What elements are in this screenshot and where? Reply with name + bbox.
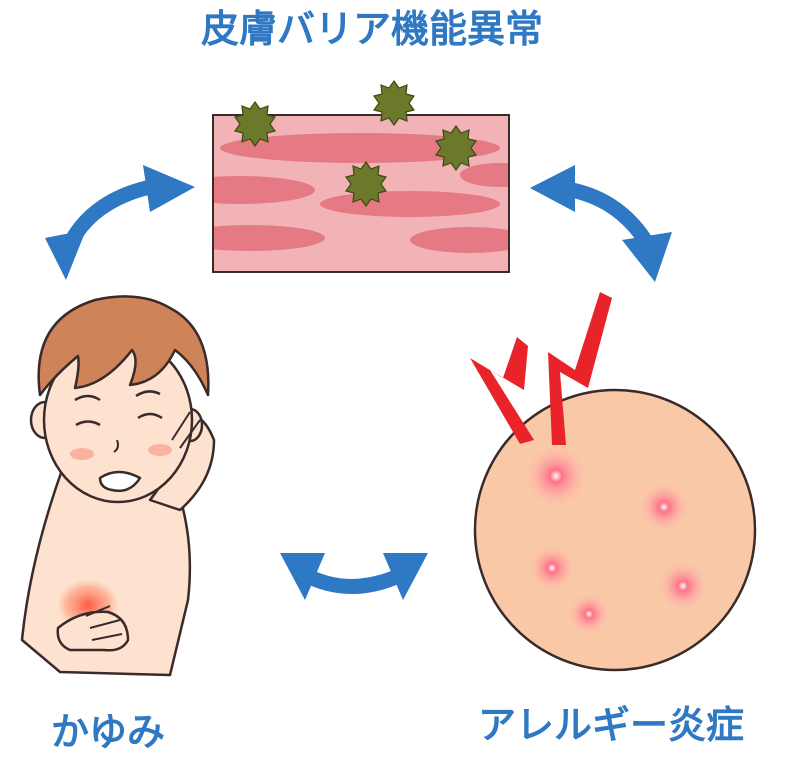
double-curved-arrow-icon [530,165,672,282]
label-skin-barrier-dysfunction: 皮膚バリア機能異常 [201,7,543,51]
allergen-particle-icon [372,79,416,127]
allergen-particle-icon [344,160,388,208]
double-curved-arrow-icon [45,165,195,280]
allergen-particle-icon [233,100,277,148]
lightning-bolt-icon [470,292,612,445]
label-allergic-inflammation: アレルギー炎症 [478,703,744,747]
skin-cross-section-icon [212,114,510,273]
allergen-particles [233,79,478,208]
inflamed-skin-circle-icon [473,388,757,672]
label-itch: かゆみ [51,710,165,754]
double-curved-arrow-icon [280,553,428,600]
allergen-particle-icon [434,124,478,172]
itchy-child-illustration [20,295,216,677]
